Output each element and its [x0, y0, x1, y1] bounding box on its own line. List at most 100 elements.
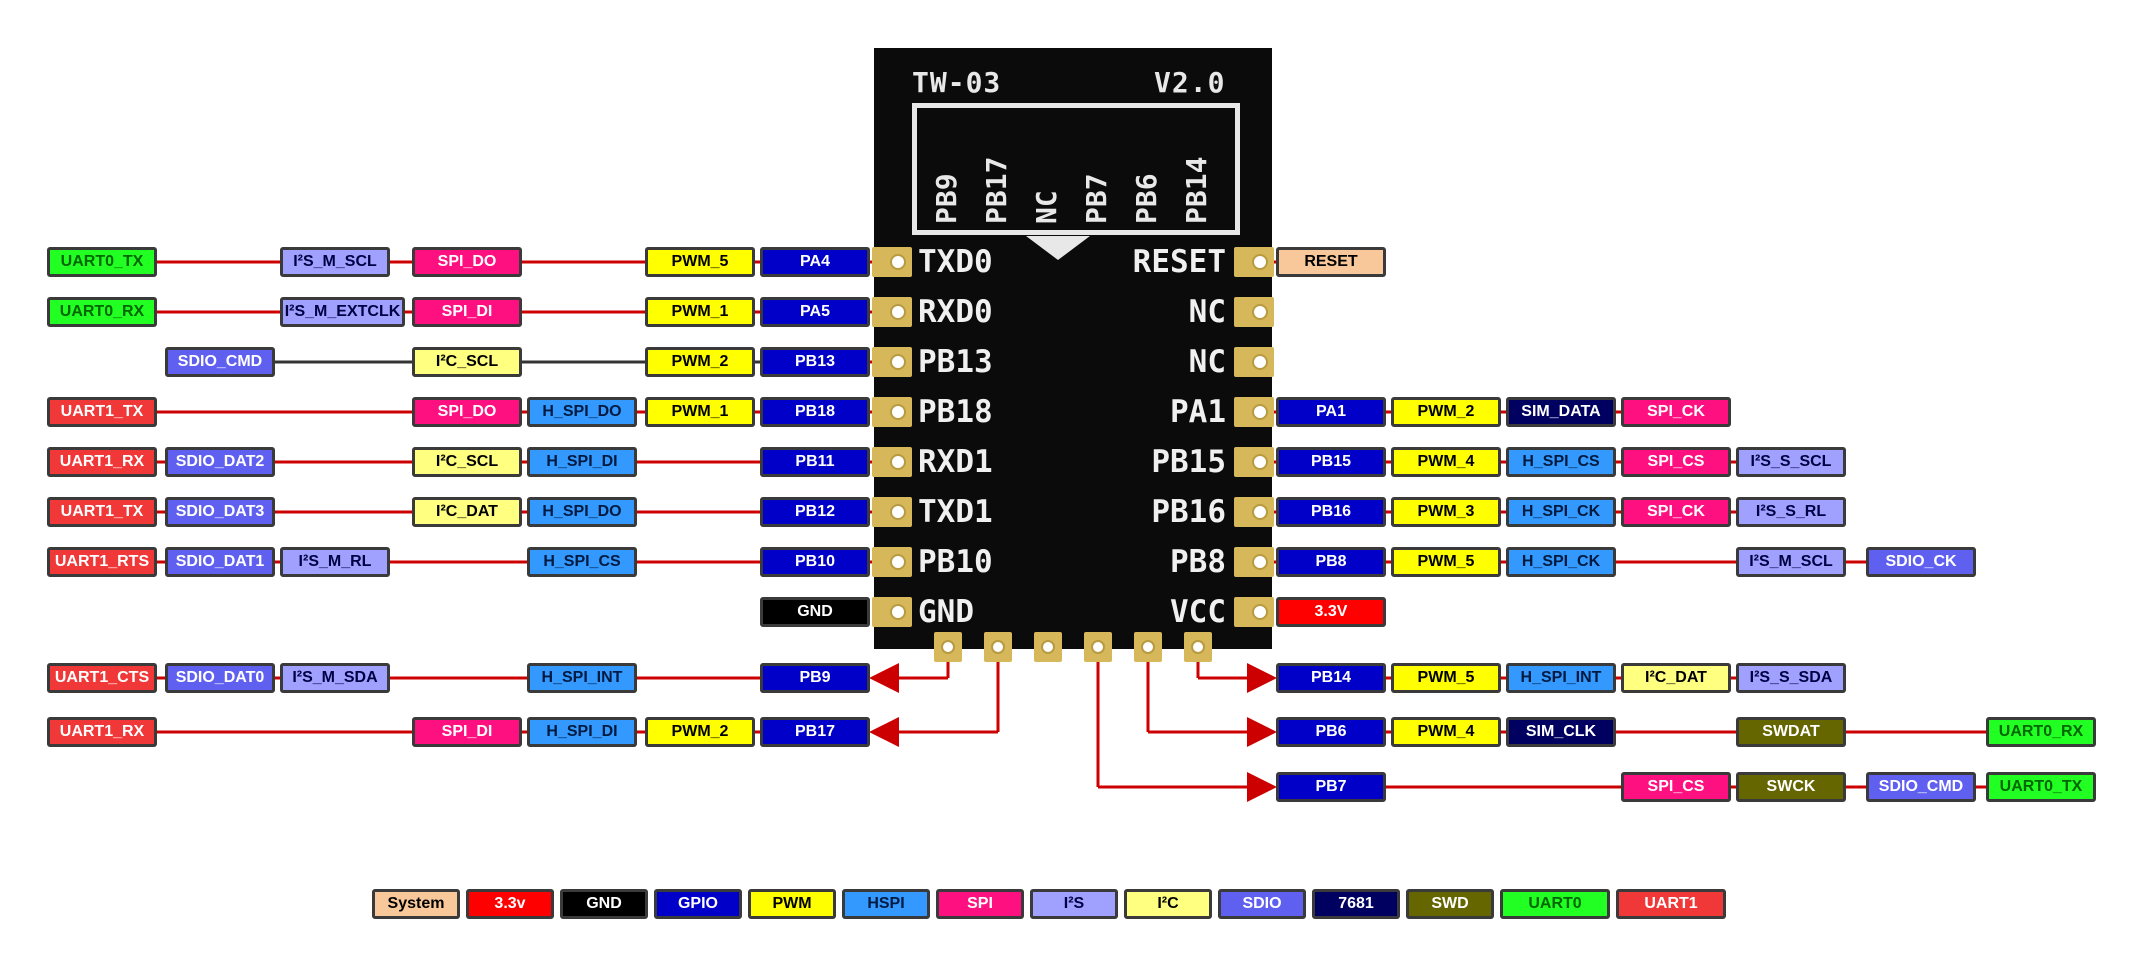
solder-pad: [872, 297, 912, 327]
signal-tag-pwm: PWM_2: [645, 347, 755, 377]
legend-item-gnd: GND: [560, 889, 648, 919]
signal-tag-hspi: H_SPI_CK: [1506, 497, 1616, 527]
signal-tag-hspi: H_SPI_INT: [527, 663, 637, 693]
legend-item-uart1: UART1: [1616, 889, 1726, 919]
legend-item-pwm: PWM: [748, 889, 836, 919]
signal-tag-i2s: I²S_M_SCL: [280, 247, 390, 277]
signal-tag-swd: SWCK: [1736, 772, 1846, 802]
solder-pad: [872, 247, 912, 277]
signal-tag-pwm: PWM_2: [1391, 397, 1501, 427]
solder-pad: [872, 597, 912, 627]
pin-label-right: PB15: [1151, 444, 1226, 480]
pin-label-left: TXD0: [918, 244, 993, 280]
signal-tag-gpio: PB12: [760, 497, 870, 527]
signal-tag-gpio: PB14: [1276, 663, 1386, 693]
signal-tag-sdio: SDIO_CK: [1866, 547, 1976, 577]
legend-item-sdio: SDIO: [1218, 889, 1306, 919]
signal-tag-uart1: UART1_RTS: [47, 547, 157, 577]
signal-tag-sdio: SDIO_CMD: [165, 347, 275, 377]
signal-tag-uart1: UART1_RX: [47, 447, 157, 477]
signal-tag-7681: SIM_DATA: [1506, 397, 1616, 427]
module-version-label: V2.0: [1154, 66, 1226, 99]
signal-tag-spi: SPI_CK: [1621, 497, 1731, 527]
signal-tag-pwm: PWM_1: [645, 397, 755, 427]
signal-tag-7681: SIM_CLK: [1506, 717, 1616, 747]
antenna-pin-label: PB9: [930, 173, 963, 224]
signal-tag-spi: SPI_DI: [412, 297, 522, 327]
signal-tag-i2s: I²S_S_RL: [1736, 497, 1846, 527]
bottom-solder-pad: [1134, 632, 1162, 662]
signal-tag-gpio: PA4: [760, 247, 870, 277]
signal-tag-pwm: PWM_3: [1391, 497, 1501, 527]
solder-pad: [1234, 347, 1274, 377]
signal-tag-hspi: H_SPI_CS: [1506, 447, 1616, 477]
signal-tag-hspi: H_SPI_CS: [527, 547, 637, 577]
solder-pad: [1234, 497, 1274, 527]
signal-tag-spi: SPI_DI: [412, 717, 522, 747]
solder-pad: [872, 347, 912, 377]
solder-pad: [1234, 297, 1274, 327]
signal-tag-hspi: H_SPI_INT: [1506, 663, 1616, 693]
signal-tag-system: RESET: [1276, 247, 1386, 277]
signal-tag-gpio: PB10: [760, 547, 870, 577]
pin-label-right: PB16: [1151, 494, 1226, 530]
signal-tag-hspi: H_SPI_CK: [1506, 547, 1616, 577]
signal-tag-gnd: GND: [760, 597, 870, 627]
signal-tag-sdio: SDIO_DAT1: [165, 547, 275, 577]
legend-item-33v: 3.3v: [466, 889, 554, 919]
legend-item-uart0: UART0: [1500, 889, 1610, 919]
pin-label-left: RXD0: [918, 294, 993, 330]
pin-label-left: PB10: [918, 544, 993, 580]
signal-tag-pwm: PWM_4: [1391, 447, 1501, 477]
solder-pad: [1234, 447, 1274, 477]
signal-tag-spi: SPI_CK: [1621, 397, 1731, 427]
signal-tag-sdio: SDIO_DAT3: [165, 497, 275, 527]
signal-tag-pwm: PWM_5: [1391, 663, 1501, 693]
signal-tag-uart1: UART1_TX: [47, 397, 157, 427]
signal-tag-hspi: H_SPI_DO: [527, 397, 637, 427]
signal-tag-i2s: I²S_M_EXTCLK: [280, 297, 405, 327]
signal-tag-pwm: PWM_5: [645, 247, 755, 277]
legend-item-hspi: HSPI: [842, 889, 930, 919]
bottom-solder-pad: [934, 632, 962, 662]
signal-tag-gpio: PB7: [1276, 772, 1386, 802]
pin-label-left: PB18: [918, 394, 993, 430]
legend-item-spi: SPI: [936, 889, 1024, 919]
pin-label-left: TXD1: [918, 494, 993, 530]
solder-pad: [1234, 547, 1274, 577]
legend-item-system: System: [372, 889, 460, 919]
signal-tag-uart0: UART0_TX: [1986, 772, 2096, 802]
signal-tag-swd: SWDAT: [1736, 717, 1846, 747]
signal-tag-hspi: H_SPI_DI: [527, 447, 637, 477]
signal-tag-uart0: UART0_RX: [1986, 717, 2096, 747]
signal-tag-uart0: UART0_TX: [47, 247, 157, 277]
antenna-pin-label: PB6: [1130, 173, 1163, 224]
legend-item-i2s: I²S: [1030, 889, 1118, 919]
signal-tag-gpio: PB18: [760, 397, 870, 427]
signal-tag-i2s: I²S_M_SCL: [1736, 547, 1846, 577]
bottom-solder-pad: [1084, 632, 1112, 662]
pin-label-right: VCC: [1170, 594, 1226, 630]
signal-tag-hspi: H_SPI_DO: [527, 497, 637, 527]
signal-tag-33v: 3.3V: [1276, 597, 1386, 627]
solder-pad: [872, 547, 912, 577]
signal-tag-hspi: H_SPI_DI: [527, 717, 637, 747]
signal-tag-pwm: PWM_2: [645, 717, 755, 747]
solder-pad: [872, 397, 912, 427]
signal-tag-gpio: PB16: [1276, 497, 1386, 527]
signal-tag-pwm: PWM_4: [1391, 717, 1501, 747]
signal-tag-spi: SPI_DO: [412, 397, 522, 427]
bottom-solder-pad: [984, 632, 1012, 662]
pin-label-right: PB8: [1170, 544, 1226, 580]
legend-item-swd: SWD: [1406, 889, 1494, 919]
signal-tag-i2c: I²C_SCL: [412, 447, 522, 477]
module-model-label: TW-03: [912, 66, 1002, 99]
signal-tag-spi: SPI_DO: [412, 247, 522, 277]
pin-label-right: RESET: [1132, 244, 1226, 280]
signal-tag-gpio: PB8: [1276, 547, 1386, 577]
antenna-pin-label: PB14: [1180, 156, 1213, 224]
solder-pad: [872, 497, 912, 527]
pin-label-left: PB13: [918, 344, 993, 380]
pin-label-right: PA1: [1170, 394, 1226, 430]
signal-tag-uart0: UART0_RX: [47, 297, 157, 327]
